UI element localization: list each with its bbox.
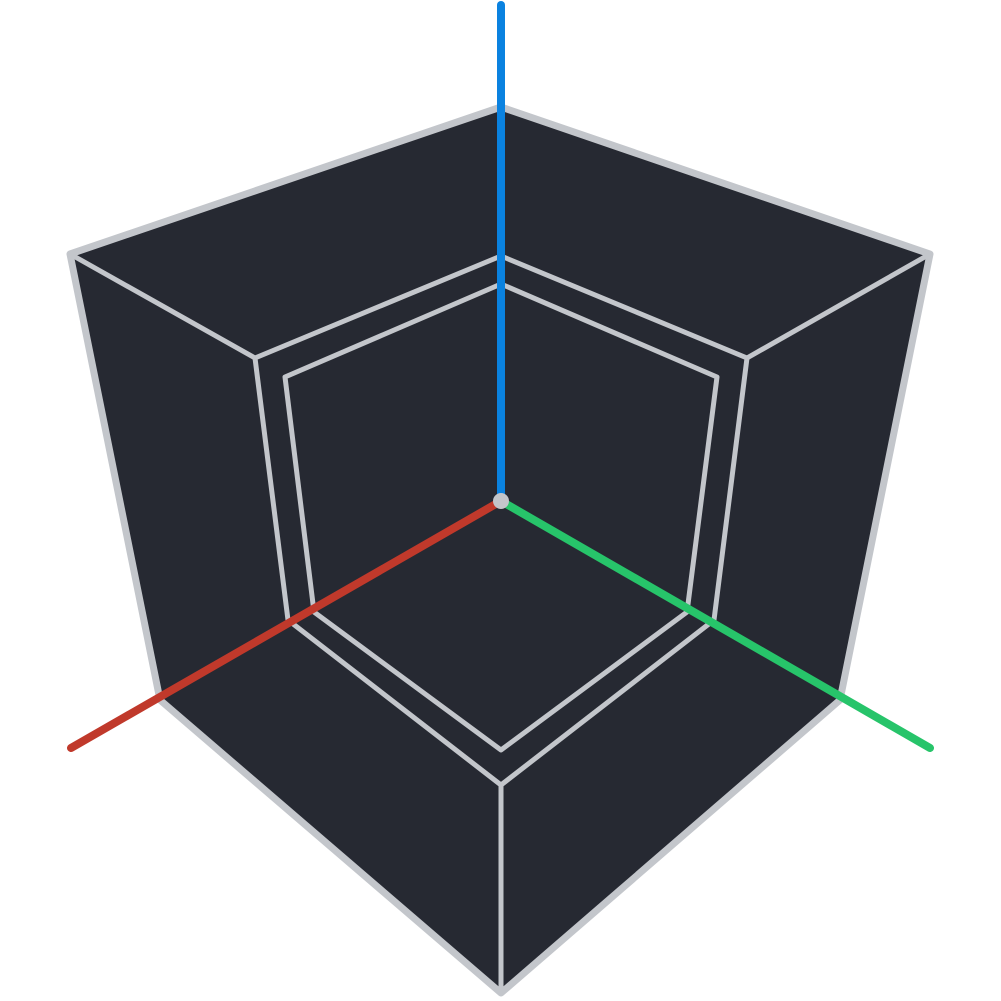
- cube-edge-top-right: [745, 251, 932, 361]
- origin-dot: [493, 493, 509, 509]
- axis-x-positive: [67, 497, 505, 752]
- cube-middle-frame: [252, 253, 750, 788]
- axis-y-positive: [497, 497, 934, 752]
- cube-edge-top-left: [68, 251, 257, 361]
- cube-inner-frame: [282, 281, 720, 753]
